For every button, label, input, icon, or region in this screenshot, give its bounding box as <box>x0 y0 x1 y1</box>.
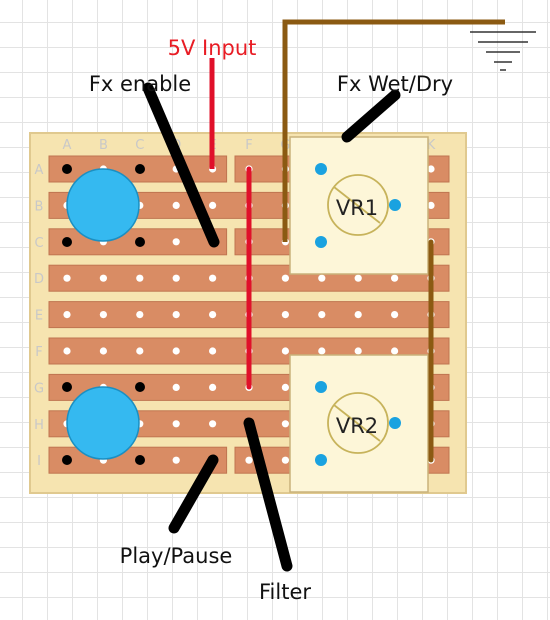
strip-hole <box>172 347 180 355</box>
strip-hole <box>63 274 71 282</box>
row-label: H <box>34 418 44 433</box>
strip-hole <box>172 383 180 391</box>
vr1-label: VR1 <box>336 196 378 220</box>
vr2-label: VR2 <box>336 414 378 438</box>
strip-hole <box>136 311 144 319</box>
row-label: F <box>35 345 42 360</box>
strip-hole <box>318 311 326 319</box>
strip-hole <box>172 274 180 282</box>
row-label: B <box>35 199 44 214</box>
strip-hole <box>391 311 399 319</box>
play-pause-button <box>66 386 140 460</box>
strip-hole <box>172 420 180 428</box>
strip-hole <box>391 274 399 282</box>
column-label: C <box>135 138 144 153</box>
row-labels: A B C D E F G H I <box>34 163 44 469</box>
input-label: 5V Input <box>168 36 257 60</box>
pointer-play-pause <box>168 454 219 534</box>
column-label: B <box>99 138 108 153</box>
strip-hole <box>281 420 289 428</box>
row-label: I <box>37 454 41 469</box>
strip-hole <box>136 347 144 355</box>
strip-hole <box>281 311 289 319</box>
row-label: A <box>35 163 44 178</box>
strip-hole <box>209 383 217 391</box>
row-label: E <box>35 309 43 324</box>
row-label: C <box>34 236 43 251</box>
ground-wire <box>282 19 505 242</box>
vr1-pin-2 <box>315 236 327 248</box>
strip-hole <box>281 383 289 391</box>
pointer-fx-enable <box>142 82 220 248</box>
vr1-pin-1 <box>315 163 327 175</box>
strip-hole <box>209 201 217 209</box>
row-label: D <box>34 272 44 287</box>
fx-enable-label: Fx enable <box>89 72 191 96</box>
strip-hole <box>427 165 435 173</box>
strip-hole <box>63 347 71 355</box>
strip-hole <box>172 238 180 246</box>
ground-icon <box>470 31 536 71</box>
strip-hole <box>318 347 326 355</box>
strip-hole <box>209 311 217 319</box>
strip-hole <box>99 311 107 319</box>
fx-wet-dry-label: Fx Wet/Dry <box>337 72 453 96</box>
strip-hole <box>99 347 107 355</box>
vr2-pin-3 <box>389 417 401 429</box>
annotation-pointers <box>142 82 401 572</box>
strip-hole <box>354 274 362 282</box>
strip-hole <box>427 201 435 209</box>
vr2-pin-1 <box>315 381 327 393</box>
strip-hole <box>354 311 362 319</box>
vr2-pin-2 <box>315 454 327 466</box>
column-label: A <box>63 138 72 153</box>
strip-hole <box>245 456 253 464</box>
copper-strip <box>48 228 228 256</box>
potentiometer-vr1: VR1 <box>289 136 429 275</box>
pointer-filter <box>243 417 293 572</box>
pointer-fx-wet-dry <box>341 89 401 143</box>
strip-hole <box>281 347 289 355</box>
strip-hole <box>172 311 180 319</box>
play-pause-label: Play/Pause <box>120 544 233 568</box>
strip-hole <box>99 274 107 282</box>
column-label: F <box>245 138 252 153</box>
strip-hole <box>209 274 217 282</box>
strip-hole <box>391 347 399 355</box>
fx-enable-button <box>66 168 140 242</box>
button-pads <box>62 164 145 465</box>
row-label: G <box>34 381 44 396</box>
strip-hole <box>209 347 217 355</box>
strip-hole <box>172 201 180 209</box>
strip-hole <box>172 456 180 464</box>
vr1-pin-3 <box>389 199 401 211</box>
column-label: K <box>427 138 436 153</box>
strip-hole <box>281 274 289 282</box>
strip-hole <box>209 420 217 428</box>
potentiometer-vr2: VR2 <box>289 354 429 493</box>
strip-hole <box>318 274 326 282</box>
strip-hole <box>354 347 362 355</box>
strip-hole <box>63 311 71 319</box>
strip-hole <box>281 456 289 464</box>
strip-hole <box>136 274 144 282</box>
filter-label: Filter <box>259 580 311 604</box>
